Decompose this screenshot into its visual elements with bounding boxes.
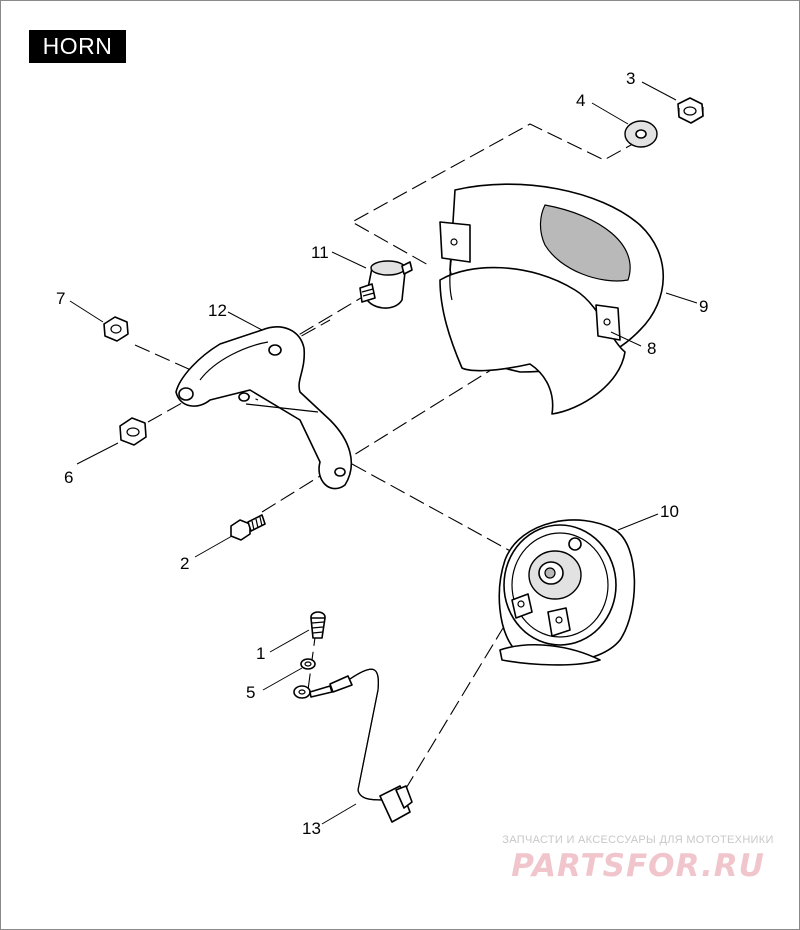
assembly-line-bolt-2 (261, 351, 521, 513)
callout-numbers: 3 4 11 7 12 9 8 6 2 10 1 5 13 (56, 69, 708, 838)
assembly-line-cover (350, 123, 641, 267)
callout-11: 11 (311, 243, 329, 262)
part-11-spacer (359, 260, 413, 309)
part-12-bracket (175, 326, 353, 490)
callout-7: 7 (56, 289, 65, 308)
part-7-nut (103, 316, 129, 342)
part-4-washer (624, 120, 658, 148)
callout-3: 3 (626, 69, 635, 88)
part-9-horn-cover (439, 183, 665, 415)
part-2-bolt (230, 514, 266, 541)
part-13-wire-harness (293, 668, 413, 823)
part-5-lock-washer (300, 658, 316, 670)
watermark-tagline: ЗАПЧАСТИ И АКСЕССУАРЫ ДЛЯ МОТОТЕХНИКИ (502, 834, 774, 846)
callout-8: 8 (647, 339, 656, 358)
callout-5: 5 (246, 683, 255, 702)
assembly-line-connector (404, 627, 504, 791)
callout-9: 9 (699, 297, 708, 316)
part-6-nut (119, 417, 147, 446)
callout-6: 6 (64, 468, 73, 487)
watermark: ЗАПЧАСТИ И АКСЕССУАРЫ ДЛЯ МОТОТЕХНИКИ PA… (488, 834, 788, 884)
callout-10: 10 (660, 502, 679, 521)
callout-1: 1 (256, 644, 265, 663)
watermark-logo: PARTSFOR.RU (511, 848, 765, 884)
part-1-screw (310, 611, 326, 639)
part-3-nut (677, 97, 704, 124)
leader-lines (69, 81, 698, 825)
callout-13: 13 (302, 819, 321, 838)
callout-12: 12 (208, 301, 227, 320)
callout-4: 4 (576, 91, 585, 110)
callout-2: 2 (180, 554, 189, 573)
diagram-title: HORN (29, 30, 126, 63)
part-10-horn (498, 519, 636, 666)
